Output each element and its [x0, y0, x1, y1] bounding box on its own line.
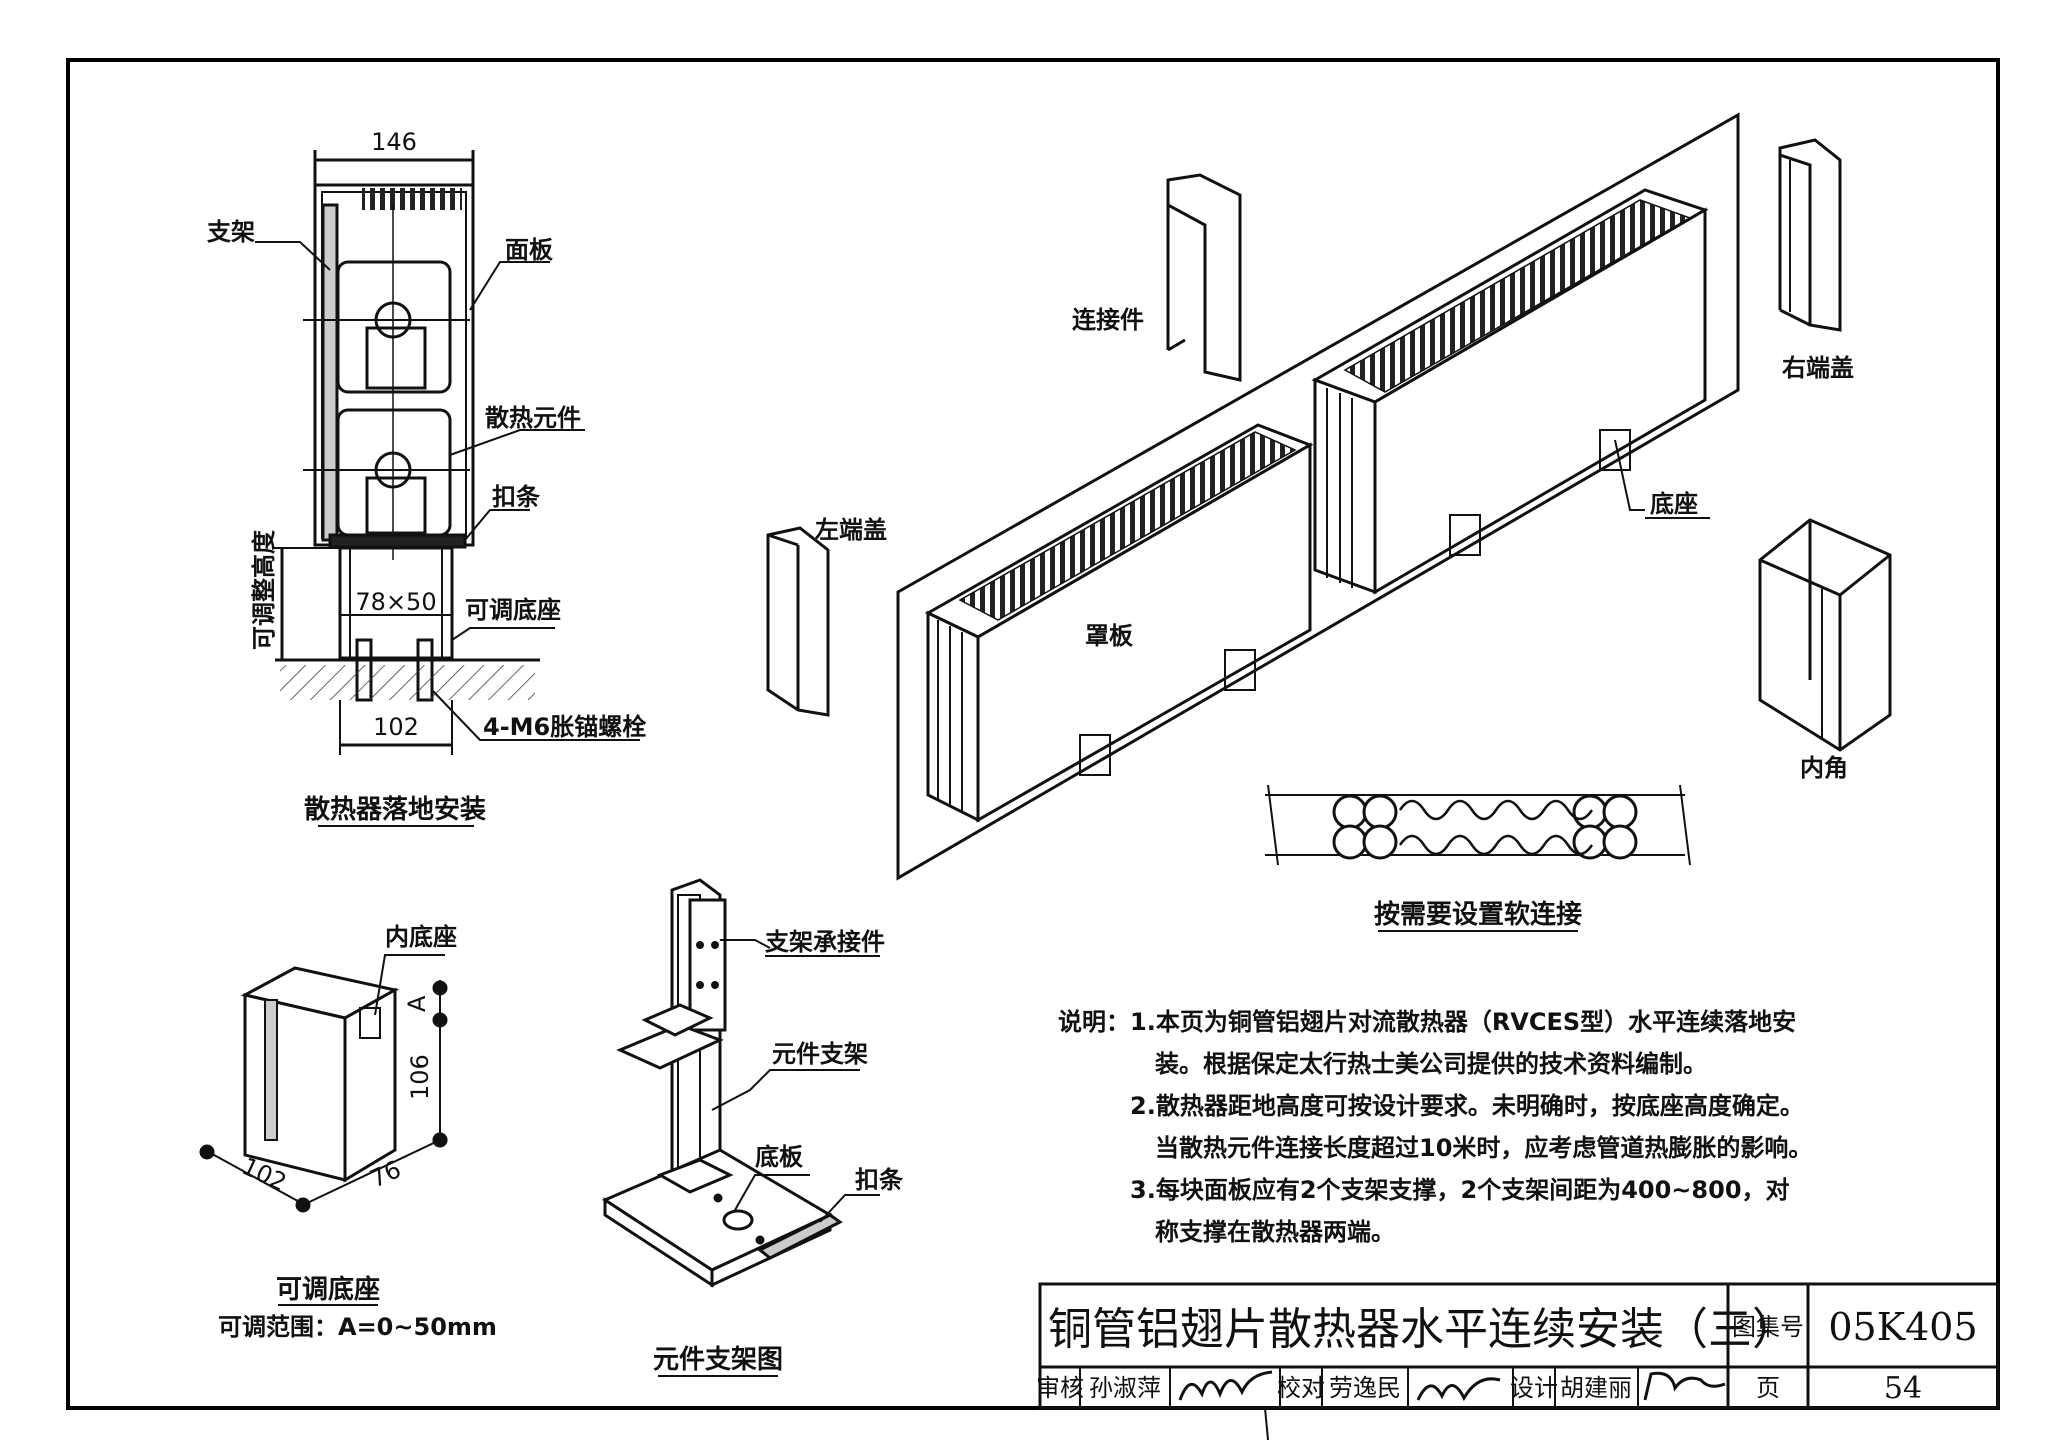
- adj-base-view: [199, 954, 448, 1213]
- flex-connection-title: 按需要设置软连接: [1374, 899, 1582, 930]
- note-line-2: 装。根据保定太行热士美公司提供的技术资料编制。: [1155, 1050, 1707, 1078]
- note-line-3: 2.散热器距地高度可按设计要求。未明确时，按底座高度确定。: [1130, 1092, 1804, 1120]
- note-line-6: 称支撑在散热器两端。: [1155, 1218, 1395, 1246]
- design-label: 设计: [1510, 1374, 1558, 1402]
- label-inner-base: 内底座: [385, 923, 457, 951]
- label-support: 支架: [207, 218, 255, 246]
- atlas-label: 图集号: [1732, 1313, 1804, 1341]
- notes: 说明：1.本页为铜管铝翅片对流散热器（RVCES型）水平连续落地安 装。根据保定…: [1058, 1008, 1812, 1246]
- label-adj-base: 可调底座: [465, 596, 561, 624]
- drawing-main-title: 铜管铝翅片散热器水平连续安装（三）: [1048, 1304, 1796, 1355]
- label-inner-corner: 内角: [1800, 754, 1848, 782]
- label-right-cap: 右端盖: [1782, 354, 1854, 382]
- note-line-1: 说明：1.本页为铜管铝翅片对流散热器（RVCES型）水平连续落地安: [1058, 1008, 1796, 1036]
- note-line-5: 3.每块面板应有2个支架支撑，2个支架间距为400~800，对: [1130, 1176, 1790, 1204]
- label-base: 底座: [1650, 490, 1698, 518]
- dim-102: 102: [373, 713, 419, 741]
- label-element-bracket: 元件支架: [772, 1040, 868, 1068]
- checker-name: 劳逸民: [1329, 1374, 1401, 1402]
- iso-view: [766, 112, 1892, 881]
- designer-name: 胡建丽: [1560, 1374, 1632, 1402]
- label-base-plate: 底板: [755, 1143, 804, 1171]
- note-line-4: 当散热元件连接长度超过10米时，应考虑管道热膨胀的影响。: [1155, 1134, 1812, 1162]
- label-panel: 面板: [505, 236, 554, 264]
- dim-106: 106: [406, 1054, 434, 1100]
- bracket-view: [601, 878, 880, 1288]
- reviewer-name: 孙淑萍: [1089, 1374, 1161, 1402]
- label-bracket-connector: 支架承接件: [765, 928, 885, 956]
- adj-base-range: 可调范围：A=0~50mm: [218, 1313, 497, 1341]
- title-block: [1038, 1282, 2000, 1441]
- label-base-size: 78×50: [355, 588, 436, 616]
- atlas-number: 05K405: [1828, 1305, 1977, 1349]
- sheet-border: [66, 58, 2000, 1410]
- floor-install-title: 散热器落地安装: [304, 795, 486, 825]
- label-bracket-strip: 扣条: [855, 1166, 904, 1194]
- label-strip: 扣条: [492, 483, 541, 511]
- page-label: 页: [1756, 1374, 1780, 1402]
- adj-base-title: 可调底座: [276, 1274, 380, 1305]
- label-element: 散热元件: [485, 404, 581, 432]
- bracket-title: 元件支架图: [653, 1345, 783, 1375]
- label-left-cap: 左端盖: [815, 516, 887, 544]
- dim-a: A: [403, 995, 431, 1012]
- label-anchor-bolt: 4-M6胀锚螺栓: [483, 713, 646, 741]
- label-adjustable-height: 可调整高度: [250, 529, 278, 650]
- floor-install-view: [255, 150, 640, 755]
- label-cover: 罩板: [1085, 622, 1134, 650]
- check-label: 校对: [1277, 1374, 1325, 1402]
- dim-146: 146: [371, 128, 417, 156]
- label-connector: 连接件: [1072, 306, 1144, 334]
- page-number: 54: [1884, 1371, 1922, 1406]
- review-label: 审核: [1036, 1374, 1084, 1402]
